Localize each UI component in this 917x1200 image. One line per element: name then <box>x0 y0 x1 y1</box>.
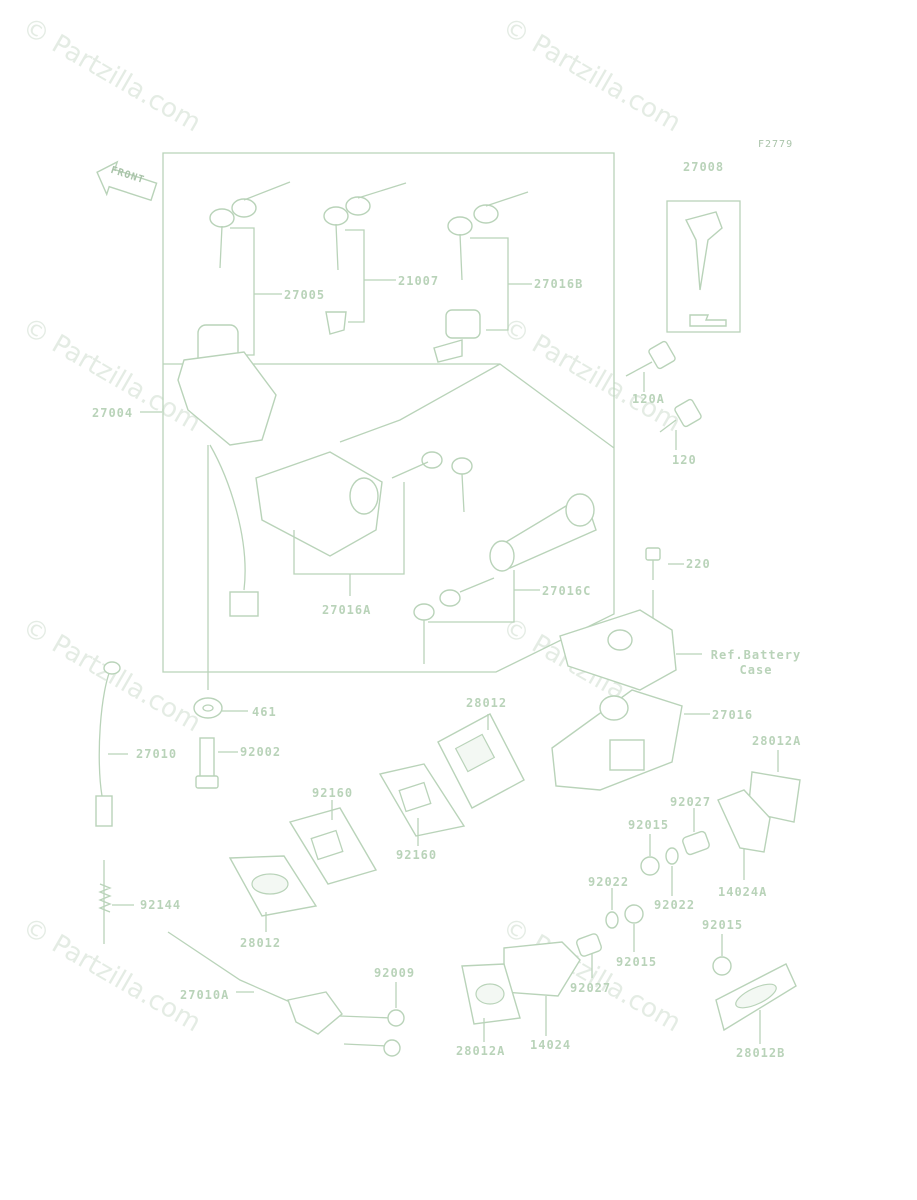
spring-92144-icon <box>98 860 112 944</box>
switch-27010-icon <box>95 661 121 827</box>
part-92160-left: 92160 <box>312 786 354 800</box>
washer-461-icon <box>193 697 223 719</box>
part-92160-right: 92160 <box>396 848 438 862</box>
bolt-220-icon <box>645 547 661 580</box>
nut-92015-mid-icon <box>624 904 644 924</box>
figure-code: F2779 <box>758 139 794 150</box>
part-120: 120 <box>672 453 697 467</box>
part-92015-mid: 92015 <box>616 955 658 969</box>
part-92027-top: 92027 <box>670 795 712 809</box>
collar-92027-bottom-icon <box>576 933 602 957</box>
part-27004: 27004 <box>92 406 134 420</box>
reflector-28012b-icon <box>715 963 797 1032</box>
part-27016: 27016 <box>712 708 754 722</box>
part-14024: 14024 <box>530 1038 572 1052</box>
part-14024a: 14024A <box>718 885 768 899</box>
part-220: 220 <box>686 557 711 571</box>
part-27010a: 27010A <box>180 988 230 1002</box>
part-461: 461 <box>252 705 277 719</box>
part-27008: 27008 <box>683 160 725 174</box>
keys-21007-icon <box>323 182 407 335</box>
part-28012-bottom: 28012 <box>240 936 282 950</box>
part-92022-left: 92022 <box>588 875 630 889</box>
part-92144: 92144 <box>140 898 182 912</box>
bolt-92002-icon <box>195 737 219 789</box>
key-27008-icon <box>684 211 727 327</box>
part-92015-right: 92015 <box>702 918 744 932</box>
screws-92009-icon <box>339 1009 405 1057</box>
part-28012a-bottom: 28012A <box>456 1044 506 1058</box>
part-120a: 120A <box>632 392 665 406</box>
keys-27005-icon <box>209 181 291 269</box>
part-27016c: 27016C <box>542 584 592 598</box>
washer-92022-right-icon <box>665 847 679 865</box>
part-28012a-right: 28012A <box>752 734 802 748</box>
part-27016b: 27016B <box>534 277 584 291</box>
assembly-frame <box>162 152 615 673</box>
washer-92022-left-icon <box>605 911 619 929</box>
part-92002: 92002 <box>240 745 282 759</box>
bracket-14024a-icon <box>717 789 771 853</box>
part-27005: 27005 <box>284 288 326 302</box>
reflector-28012-bottom-icon <box>228 855 318 917</box>
front-arrow-icon <box>96 160 158 202</box>
bolt-120a-icon <box>625 340 676 377</box>
keys-27016b-icon <box>433 191 529 363</box>
lock-housing-27016-icon <box>551 689 683 791</box>
reflector-28012a-bottom-icon <box>461 963 521 1025</box>
part-27010: 27010 <box>136 747 178 761</box>
ignition-switch-icon <box>177 324 277 617</box>
part-92027-bottom: 92027 <box>570 981 612 995</box>
battery-case-bracket-icon <box>559 609 677 691</box>
key-box <box>666 200 741 333</box>
part-21007: 21007 <box>398 274 440 288</box>
ref-note-line2: Case <box>739 663 773 677</box>
bracket-14024-icon <box>503 941 581 997</box>
part-27016a: 27016A <box>322 603 372 617</box>
gasket-92160-right-icon <box>378 763 466 837</box>
nut-92015-right-icon <box>712 956 732 976</box>
part-92022-right: 92022 <box>654 898 696 912</box>
part-92009: 92009 <box>374 966 416 980</box>
seat-lock-27016a-icon <box>255 451 473 557</box>
bolt-120-icon <box>659 398 702 433</box>
ref-note-line1: Ref.Battery <box>710 648 802 662</box>
gasket-92160-left-icon <box>288 807 378 885</box>
reflector-28012-top-icon <box>437 713 525 809</box>
part-92015-top: 92015 <box>628 818 670 832</box>
ref-battery-case-note: Ref.Battery Case <box>704 648 808 678</box>
lock-27016c-icon <box>413 493 597 664</box>
part-28012b: 28012B <box>736 1046 786 1060</box>
switch-27010a-icon <box>167 931 343 1035</box>
collar-92027-top-icon <box>682 830 710 856</box>
part-28012-top: 28012 <box>466 696 508 710</box>
nut-92015-top-icon <box>640 856 660 876</box>
